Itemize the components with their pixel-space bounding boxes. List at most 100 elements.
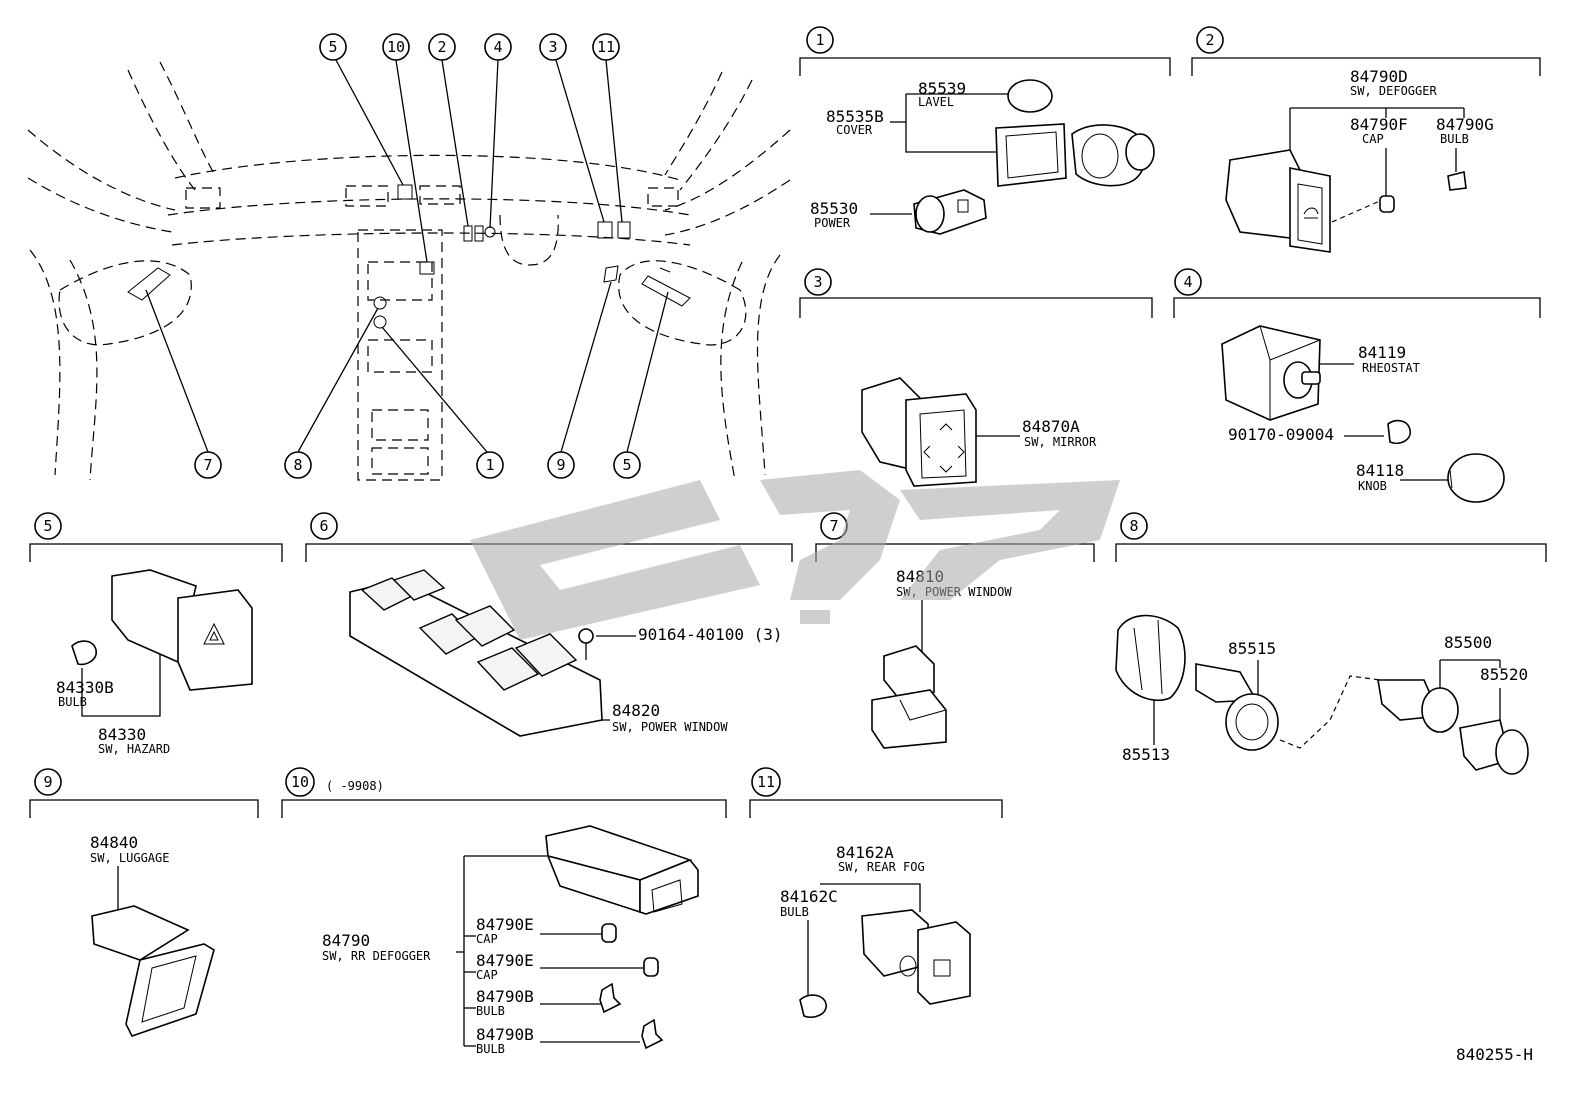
svg-text:SW, REAR FOG: SW, REAR FOG xyxy=(838,860,925,874)
svg-text:5: 5 xyxy=(622,456,631,474)
overview-callout-5-bottom[interactable]: 5 xyxy=(613,451,641,479)
svg-text:84790G: 84790G xyxy=(1436,115,1494,134)
overview-callout-1[interactable]: 1 xyxy=(476,451,504,479)
diagram-id: 840255-H xyxy=(1456,1045,1533,1064)
svg-text:84790B: 84790B xyxy=(476,1025,534,1044)
group-4-rheostat: 4 84119 RHEOSTAT 90170-09004 84118 KNOB xyxy=(1173,268,1541,503)
svg-text:SW, POWER WINDOW: SW, POWER WINDOW xyxy=(612,720,728,734)
defogger-switch-icon xyxy=(1225,149,1301,239)
svg-text:( -9908): ( -9908) xyxy=(326,779,384,793)
svg-text:CAP: CAP xyxy=(476,968,498,982)
svg-text:84820: 84820 xyxy=(612,701,660,720)
svg-text:84870A: 84870A xyxy=(1022,417,1080,436)
group-9-luggage: 9 84840 SW, LUGGAGE xyxy=(29,768,259,1037)
bulb-icon xyxy=(1447,171,1467,191)
svg-text:84790E: 84790E xyxy=(476,915,534,934)
overview-callout-7[interactable]: 7 xyxy=(194,451,222,479)
svg-text:3: 3 xyxy=(548,38,557,56)
svg-text:KNOB: KNOB xyxy=(1358,479,1387,493)
svg-text:BULB: BULB xyxy=(476,1042,505,1056)
watermark-logo xyxy=(470,470,1120,640)
svg-text:84162A: 84162A xyxy=(836,843,894,862)
cap-icon xyxy=(601,923,617,943)
lighter-retainer-icon xyxy=(1115,614,1186,702)
screw-icon xyxy=(578,628,594,644)
group-9-callout[interactable]: 9 xyxy=(34,768,62,796)
svg-text:CAP: CAP xyxy=(476,932,498,946)
svg-text:8: 8 xyxy=(1129,517,1138,535)
bulb-icon xyxy=(599,982,622,1014)
group-3-callout[interactable]: 3 xyxy=(804,268,832,296)
bulb-icon xyxy=(71,640,97,666)
group-1-power-outlet: 1 85539 LAVEL 85535B COVER 85530 POWER xyxy=(799,26,1171,235)
svg-text:85513: 85513 xyxy=(1122,745,1170,764)
overview-callout-8[interactable]: 8 xyxy=(284,451,312,479)
svg-text:BULB: BULB xyxy=(476,1004,505,1018)
overview-callout-11[interactable]: 11 xyxy=(592,33,620,61)
cap-icon xyxy=(1379,195,1395,213)
svg-text:5: 5 xyxy=(328,38,337,56)
svg-text:7: 7 xyxy=(829,517,838,535)
group-4-callout[interactable]: 4 xyxy=(1174,268,1202,296)
svg-text:84790E: 84790E xyxy=(476,951,534,970)
svg-text:84330: 84330 xyxy=(98,725,146,744)
svg-text:11: 11 xyxy=(597,38,615,56)
label-cap-icon xyxy=(1007,79,1053,113)
svg-text:8: 8 xyxy=(293,456,302,474)
group-11-rear-fog: 11 84162A SW, REAR FOG 84162C BULB xyxy=(749,767,1003,1019)
group-2-defogger: 2 84790D SW, DEFOGGER 84790F CAP 84790G … xyxy=(1191,26,1541,253)
svg-text:85500: 85500 xyxy=(1444,633,1492,652)
svg-text:84162C: 84162C xyxy=(780,887,838,906)
overview-callout-10[interactable]: 10 xyxy=(382,33,410,61)
svg-text:85539: 85539 xyxy=(918,79,966,98)
group-8-callout[interactable]: 8 xyxy=(1120,512,1148,540)
knob-icon xyxy=(1447,453,1505,503)
dashboard-overview: 5 10 2 4 3 11 7 8 1 9 5 xyxy=(27,33,791,481)
svg-text:90164-40100 (3): 90164-40100 (3) xyxy=(638,625,783,644)
group-6-master-window-switch: 6 90164-40100 (3) 84820 SW, POWER WINDOW xyxy=(305,512,793,737)
svg-text:SW, LUGGAGE: SW, LUGGAGE xyxy=(90,851,169,865)
overview-callout-5-top[interactable]: 5 xyxy=(319,33,347,61)
overview-callout-2[interactable]: 2 xyxy=(428,33,456,61)
overview-callout-3[interactable]: 3 xyxy=(539,33,567,61)
svg-text:1: 1 xyxy=(485,456,494,474)
svg-text:3: 3 xyxy=(813,273,822,291)
overview-callout-9[interactable]: 9 xyxy=(547,451,575,479)
group-5-hazard: 5 84330B BULB 84330 SW, HAZARD xyxy=(29,512,283,756)
group-3-mirror-switch: 3 84870A SW, MIRROR xyxy=(799,268,1153,487)
svg-text:11: 11 xyxy=(757,773,775,791)
group-10-rr-defogger: 10 ( -9908) 84790 SW, RR DEFOGGER 84790E… xyxy=(281,767,727,1056)
svg-text:84790D: 84790D xyxy=(1350,67,1408,86)
svg-text:6: 6 xyxy=(319,517,328,535)
ring-icon xyxy=(1387,419,1411,445)
svg-text:84330B: 84330B xyxy=(56,678,114,697)
svg-text:85515: 85515 xyxy=(1228,639,1276,658)
svg-text:RHEOSTAT: RHEOSTAT xyxy=(1362,361,1420,375)
group-7-window-switch: 7 84810 SW, POWER WINDOW xyxy=(815,512,1095,749)
svg-text:10: 10 xyxy=(291,773,309,791)
svg-text:85535B: 85535B xyxy=(826,107,884,126)
group-6-callout[interactable]: 6 xyxy=(310,512,338,540)
svg-text:SW, DEFOGGER: SW, DEFOGGER xyxy=(1350,84,1437,98)
group-11-callout[interactable]: 11 xyxy=(751,767,781,797)
group-2-callout[interactable]: 2 xyxy=(1196,26,1224,54)
outlet-cover-icon xyxy=(995,123,1067,187)
svg-text:SW, HAZARD: SW, HAZARD xyxy=(98,742,170,756)
svg-text:COVER: COVER xyxy=(836,123,873,137)
group-5-callout[interactable]: 5 xyxy=(34,512,62,540)
svg-text:2: 2 xyxy=(1205,31,1214,49)
svg-text:10: 10 xyxy=(387,38,405,56)
svg-text:BULB: BULB xyxy=(1440,132,1469,146)
svg-text:9: 9 xyxy=(43,773,52,791)
group-10-callout[interactable]: 10 xyxy=(285,767,315,797)
group-8-cigar-lighter: 8 85515 85500 85520 85513 xyxy=(1115,512,1547,775)
group-1-callout[interactable]: 1 xyxy=(806,26,834,54)
svg-text:90170-09004: 90170-09004 xyxy=(1228,425,1334,444)
svg-text:SW, MIRROR: SW, MIRROR xyxy=(1024,435,1097,449)
window-switch-icon xyxy=(883,645,935,701)
overview-callout-4[interactable]: 4 xyxy=(484,33,512,61)
svg-text:4: 4 xyxy=(1183,273,1192,291)
svg-text:84790: 84790 xyxy=(322,931,370,950)
